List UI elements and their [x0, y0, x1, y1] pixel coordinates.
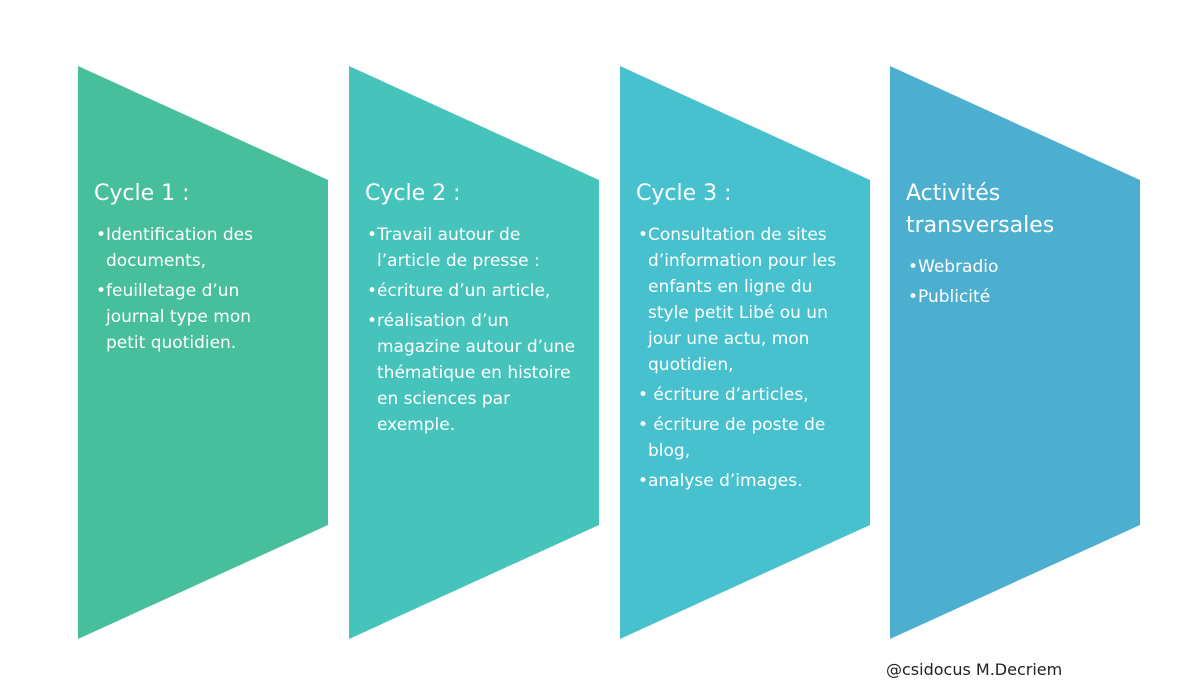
panel-4-bullet: •Webradio	[906, 254, 1111, 280]
panel-1-title: Cycle 1 :	[94, 181, 190, 206]
panel-3-bullets: •Consultation de sites d’information pou…	[636, 222, 856, 494]
bullet-dot: •	[638, 385, 649, 405]
chevron-panel-3	[620, 66, 870, 639]
panel-4-content: Activités transversales •Webradio •Publi…	[906, 178, 1111, 314]
panel-4-bullet: •Publicité	[906, 284, 1111, 310]
panel-2-bullets: •Travail autour de l’article de presse :…	[365, 222, 585, 438]
bullet-dot: •	[638, 225, 649, 245]
panel-3-bullet: •analyse d’images.	[636, 468, 856, 494]
bullet-dot: •	[96, 225, 107, 245]
chevron-panel-1	[78, 66, 328, 639]
panel-1-content: Cycle 1 : •Identification des documents,…	[94, 178, 294, 360]
panel-2-bullet: •Travail autour de l’article de presse :	[365, 222, 585, 274]
panel-3-bullet: • écriture d’articles,	[636, 382, 856, 408]
panel-3-content: Cycle 3 : •Consultation de sites d’infor…	[636, 178, 856, 498]
panel-1-bullet: •Identification des documents,	[94, 222, 294, 274]
bullet-dot: •	[367, 281, 378, 301]
panel-3-bullet: •Consultation de sites d’information pou…	[636, 222, 856, 378]
bullet-dot: •	[367, 311, 378, 331]
panel-4-bullets: •Webradio •Publicité	[906, 254, 1111, 310]
panel-2-bullet: •écriture d’un article,	[365, 278, 585, 304]
bullet-dot: •	[908, 287, 919, 307]
panel-4-title: Activités transversales	[906, 181, 1055, 238]
panel-1-bullets: •Identification des documents, •feuillet…	[94, 222, 294, 356]
panel-2-bullet: •réalisation d’un magazine autour d’une …	[365, 308, 585, 438]
chevron-panel-2	[349, 66, 599, 639]
panel-1-bullet: •feuilletage d’un journal type mon petit…	[94, 278, 294, 356]
panel-3-bullet: • écriture de poste de blog,	[636, 412, 856, 464]
bullet-dot: •	[96, 281, 107, 301]
author-credit: @csidocus M.Decriem	[886, 660, 1063, 679]
bullet-dot: •	[638, 471, 649, 491]
bullet-dot: •	[908, 257, 919, 277]
bullet-dot: •	[367, 225, 378, 245]
bullet-dot: •	[638, 415, 649, 435]
chevron-panel-4	[890, 66, 1140, 639]
panel-3-title: Cycle 3 :	[636, 181, 732, 206]
panel-2-title: Cycle 2 :	[365, 181, 461, 206]
panel-2-content: Cycle 2 : •Travail autour de l’article d…	[365, 178, 585, 442]
